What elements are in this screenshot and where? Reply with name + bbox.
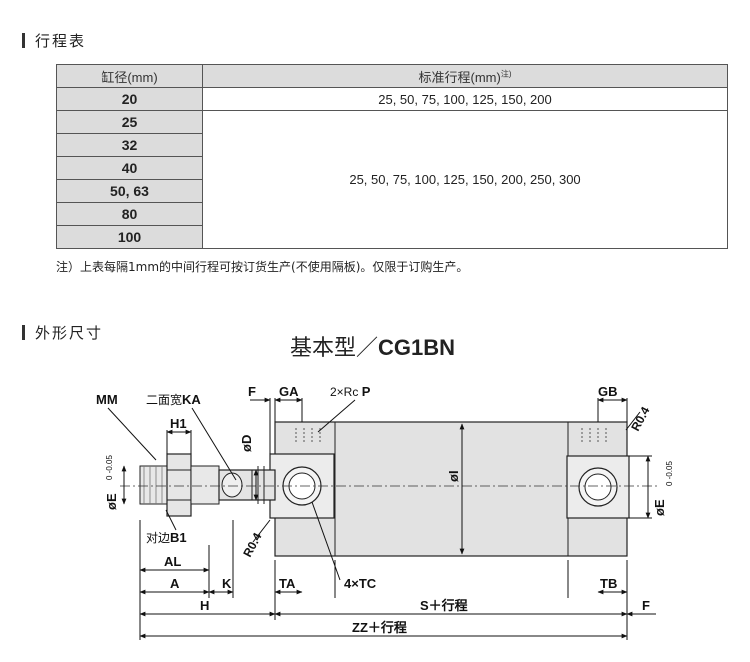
label-h: H (200, 598, 209, 613)
bore-cell: 25 (56, 110, 203, 134)
table-row: 32 (56, 133, 728, 157)
label-rc: 2×Rc P (330, 384, 371, 399)
piston-rod (139, 453, 276, 517)
head-mount-block (269, 453, 335, 519)
label-k: K (222, 576, 232, 591)
label-oi: øI (446, 470, 461, 482)
bore-cell: 100 (56, 225, 203, 249)
section-title-text: 外形尺寸 (35, 324, 104, 342)
label-r04-right: R0.4 (628, 404, 652, 433)
cylinder-drawing: MM 二面宽KA F GA 2×Rc P GB R0.4 H1 øD øE 0 … (96, 384, 674, 640)
label-oe-right-tol: 0 -0.05 (665, 461, 674, 486)
section-title-stroke-table: 行程表 (22, 30, 86, 51)
table-row: 80 (56, 202, 728, 226)
bore-cell: 32 (56, 133, 203, 157)
label-oe-left-tol: 0 -0.05 (105, 455, 114, 480)
label-rc-code: P (362, 384, 371, 399)
label-s: S＋行程 (420, 598, 468, 613)
table-header-row: 缸径(mm) 标准行程(mm)注) (56, 64, 728, 88)
table-row: 100 (56, 225, 728, 249)
bore-cell: 40 (56, 156, 203, 180)
dimension-labels: MM 二面宽KA F GA 2×Rc P GB R0.4 H1 øD øE 0 … (96, 384, 674, 635)
header-stroke: 标准行程(mm)注) (202, 64, 728, 88)
label-b1: 对边B1 (146, 530, 187, 545)
label-ka-code: KA (182, 392, 201, 407)
label-ka: 二面宽KA (146, 392, 201, 407)
label-h1: H1 (170, 416, 187, 431)
table-note: 注）上表每隔1mm的中间行程可按订货生产(不使用隔板)。仅限于订购生产。 (56, 260, 469, 274)
section-title-text: 行程表 (35, 32, 87, 50)
label-ka-prefix: 二面宽 (146, 392, 182, 407)
drawing-title-prefix: 基本型／ (290, 336, 379, 361)
label-oe-left: øE (104, 493, 119, 510)
label-mm: MM (96, 392, 118, 407)
section-title-dimensions: 外形尺寸 (22, 322, 103, 343)
label-oe-right: øE (652, 499, 667, 516)
label-rc-prefix: 2×Rc (330, 385, 362, 399)
stroke-cell: 25, 50, 75, 100, 125, 150, 200 (202, 87, 728, 111)
label-ta: TA (279, 576, 296, 591)
label-tc: 4×TC (344, 576, 377, 591)
dimension-lines (107, 397, 656, 640)
label-gb: GB (598, 384, 618, 399)
label-al: AL (164, 554, 181, 569)
bore-cell: 50, 63 (56, 179, 203, 203)
label-b1-prefix: 对边 (146, 531, 170, 545)
bore-cell: 80 (56, 202, 203, 226)
label-f-top: F (248, 384, 256, 399)
bore-cell: 20 (56, 87, 203, 111)
label-zz: ZZ＋行程 (352, 620, 407, 635)
table-row: 25 25, 50, 75, 100, 125, 150, 200, 250, … (56, 110, 728, 249)
drawing-title-model: CG1BN (378, 335, 456, 360)
header-stroke-text: 标准行程(mm) (418, 69, 501, 85)
stroke-cell: 25, 50, 75, 100, 125, 150, 200, 250, 300 (202, 110, 728, 249)
label-r04-left: R0.4 (240, 530, 264, 559)
header-bore: 缸径(mm) (56, 64, 203, 88)
label-b1-code: B1 (170, 530, 187, 545)
label-ga: GA (279, 384, 299, 399)
table-row: 50, 63 (56, 179, 728, 203)
table-row: 20 25, 50, 75, 100, 125, 150, 200 (56, 87, 728, 111)
section-bar-icon (22, 33, 25, 48)
label-tb: TB (600, 576, 617, 591)
label-od: øD (239, 435, 254, 452)
label-f-bottom: F (642, 598, 650, 613)
cap-mount-block (566, 455, 630, 519)
section-bar-icon (22, 325, 25, 340)
header-note-mark: 注) (500, 69, 512, 79)
label-a: A (170, 576, 180, 591)
drawing-title: 基本型／CG1BN (290, 330, 455, 362)
stroke-table: 缸径(mm) 标准行程(mm)注) 20 25, 50, 75, 100, 12… (56, 64, 728, 249)
